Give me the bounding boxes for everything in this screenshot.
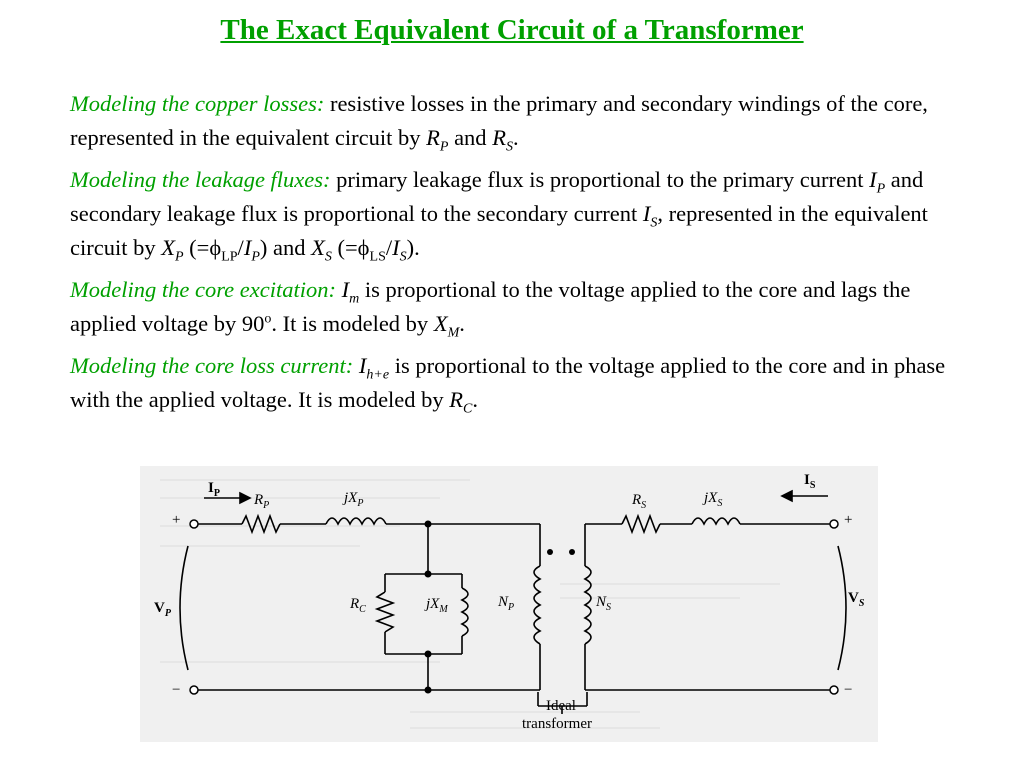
junction-dot bbox=[424, 686, 432, 694]
symbol-rs: R bbox=[492, 125, 506, 150]
symbol-rp: R bbox=[426, 125, 440, 150]
subscript: S bbox=[505, 139, 513, 155]
label-ns: NS bbox=[595, 594, 611, 613]
subscript: S bbox=[650, 215, 658, 231]
label-rp: RP bbox=[253, 492, 269, 511]
symbol-rc: R bbox=[449, 387, 464, 412]
plus-primary: + bbox=[172, 512, 180, 528]
lead-core-excitation: Modeling the core excitation: bbox=[70, 277, 336, 302]
page-title: The Exact Equivalent Circuit of a Transf… bbox=[220, 14, 804, 46]
text: primary leakage flux is proportional to … bbox=[330, 167, 870, 192]
subscript: P bbox=[876, 181, 886, 197]
symbol-ip: I bbox=[869, 167, 877, 192]
subscript: S bbox=[324, 249, 332, 265]
current-arrows bbox=[204, 489, 828, 505]
label-jxm: jXM bbox=[424, 596, 448, 615]
junction-dots bbox=[424, 520, 575, 694]
subscript: m bbox=[349, 291, 360, 307]
equivalent-circuit-diagram: IP RP jXP RS jXS IS + − + − VP VS RC jXM… bbox=[154, 472, 865, 732]
symbol-is: I bbox=[392, 235, 400, 260]
label-vp: VP bbox=[154, 600, 172, 619]
subscript: C bbox=[463, 401, 473, 417]
subscript: S bbox=[399, 249, 407, 265]
text: . It is modeled by bbox=[271, 311, 434, 336]
label-ip: IP bbox=[208, 480, 220, 499]
subscript: LP bbox=[221, 249, 238, 265]
text: is proportional to the voltage applied t… bbox=[70, 353, 946, 412]
symbol-is: I bbox=[642, 201, 651, 226]
lead-core-loss-current: Modeling the core loss current: bbox=[70, 353, 354, 378]
junction-dot bbox=[424, 570, 432, 578]
label-jxp: jXP bbox=[342, 490, 363, 509]
label-transformer: transformer bbox=[522, 716, 592, 732]
label-rc: RC bbox=[349, 596, 366, 615]
circuit-wiring bbox=[179, 513, 847, 714]
arrow-head-icon bbox=[239, 491, 252, 505]
text: is proportional to the voltage applied t… bbox=[70, 277, 911, 336]
polarity-dot bbox=[569, 549, 575, 555]
symbol-xs: X bbox=[311, 235, 325, 260]
paragraph-copper-losses: Modeling the copper losses: resistive lo… bbox=[70, 87, 970, 155]
text: (=ϕ bbox=[331, 235, 370, 260]
subscript: P bbox=[174, 249, 184, 265]
text: resistive losses in the primary and seco… bbox=[70, 91, 928, 150]
label-jxs: jXS bbox=[702, 490, 722, 509]
text: (=ϕ bbox=[183, 235, 222, 260]
text: / bbox=[237, 235, 244, 260]
junction-dot bbox=[424, 520, 432, 528]
polarity-dot bbox=[547, 549, 553, 555]
label-vs: VS bbox=[848, 590, 865, 609]
lead-copper-losses: Modeling the copper losses: bbox=[70, 91, 325, 116]
paragraph-core-excitation: Modeling the core excitation: Im is prop… bbox=[70, 273, 970, 341]
minus-secondary: − bbox=[844, 682, 852, 698]
label-rs: RS bbox=[631, 492, 646, 511]
text: , represented in the equivalent circuit … bbox=[70, 201, 928, 260]
text: ). bbox=[406, 235, 420, 260]
subscript: P bbox=[251, 249, 260, 265]
arrow-head-icon bbox=[780, 489, 793, 503]
text: . bbox=[512, 125, 519, 150]
secondary-bottom-terminal bbox=[829, 685, 839, 695]
paragraph-core-loss-current: Modeling the core loss current: Ih+e is … bbox=[70, 349, 970, 417]
equivalent-circuit-figure: IP RP jXP RS jXS IS + − + − VP VS RC jXM… bbox=[140, 466, 878, 742]
primary-bottom-terminal bbox=[189, 685, 199, 695]
plus-secondary: + bbox=[844, 512, 852, 528]
text: and bbox=[448, 125, 493, 150]
background-texture bbox=[160, 479, 780, 729]
symbol-ip: I bbox=[243, 235, 252, 260]
subscript: M bbox=[447, 325, 460, 341]
subscript: LS bbox=[369, 249, 386, 265]
text: . bbox=[472, 387, 479, 412]
lead-leakage-fluxes: Modeling the leakage fluxes: bbox=[70, 167, 331, 192]
minus-primary: − bbox=[172, 682, 180, 698]
subscript: h+e bbox=[366, 367, 390, 383]
text: and secondary leakage flux is proportion… bbox=[70, 167, 924, 226]
text: ) and bbox=[259, 235, 312, 260]
label-is: IS bbox=[804, 472, 816, 491]
label-np: NP bbox=[497, 594, 514, 613]
text: / bbox=[385, 235, 393, 260]
symbol-xp: X bbox=[161, 235, 175, 260]
junction-dot bbox=[424, 650, 432, 658]
subscript: P bbox=[439, 139, 449, 155]
symbol-ihe: I bbox=[358, 353, 367, 378]
terminals bbox=[189, 519, 839, 695]
body-text: Modeling the copper losses: resistive lo… bbox=[70, 87, 970, 425]
symbol-im: I bbox=[341, 277, 350, 302]
text: . bbox=[459, 311, 465, 336]
label-ideal: Ideal bbox=[546, 698, 576, 714]
paragraph-leakage-fluxes: Modeling the leakage fluxes: primary lea… bbox=[70, 163, 970, 265]
superscript: o bbox=[264, 311, 272, 327]
secondary-top-terminal bbox=[829, 519, 839, 529]
symbol-xm: X bbox=[433, 311, 448, 336]
primary-top-terminal bbox=[189, 519, 199, 529]
